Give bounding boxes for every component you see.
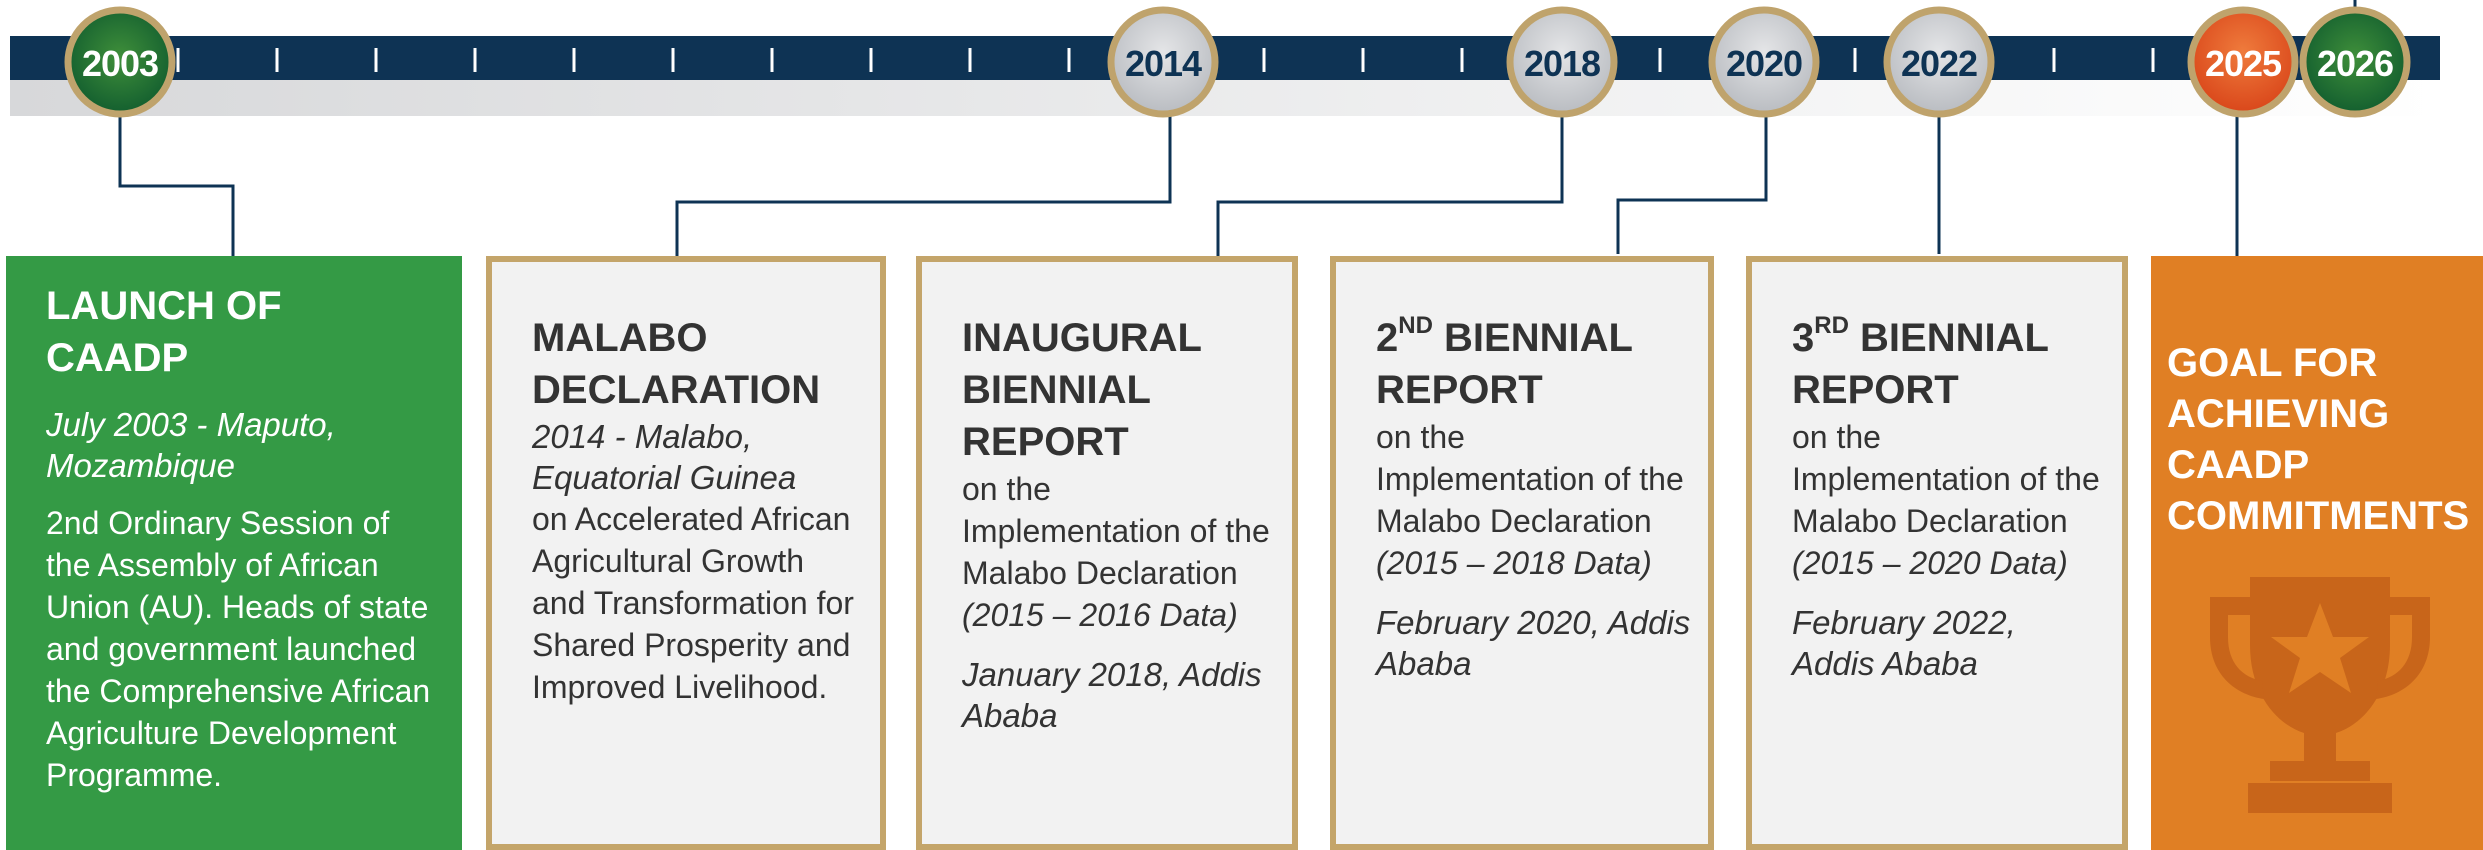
card-subtitle: July 2003 - Maputo, Mozambique xyxy=(46,406,336,484)
connectors xyxy=(118,0,2357,262)
timeline-ticks xyxy=(176,48,2155,72)
card-launch-caadp: LAUNCH OF CAADP July 2003 - Maputo, Moza… xyxy=(6,256,462,850)
year-label: 2018 xyxy=(1524,43,1600,84)
card-text: on the Implementation of the Malabo Decl… xyxy=(1376,419,1684,581)
year-label: 2025 xyxy=(2205,43,2282,84)
card-text: on Accelerated African Agricultural Grow… xyxy=(532,501,854,705)
card-malabo-declaration: MALABO DECLARATION 2014 - Malabo, Equato… xyxy=(486,256,886,850)
data-range: (2015 – 2018 Data) xyxy=(1376,545,1652,581)
card-date: February 2020, Addis Ababa xyxy=(1376,604,1691,682)
card-title: 2ND BIENNIAL REPORT xyxy=(1376,311,1633,412)
card-title: GOAL FOR ACHIEVING CAADP COMMITMENTS xyxy=(2167,341,2470,538)
year-circle-2022: 2022 xyxy=(1883,6,1995,118)
year-circle-2018: 2018 xyxy=(1506,6,1618,118)
card-second-report: 2ND BIENNIAL REPORT on the Implementatio… xyxy=(1330,256,1714,850)
timeline-bar xyxy=(10,36,2440,80)
year-circle-2014: 2014 xyxy=(1107,6,1219,118)
card-title: 3RD BIENNIAL REPORT xyxy=(1792,311,2049,412)
card-text: on the Implementation of the Malabo Decl… xyxy=(962,471,1270,633)
card-title: MALABO DECLARATION xyxy=(532,316,821,412)
card-title: INAUGURAL BIENNIAL REPORT xyxy=(962,316,1202,464)
connector-2003 xyxy=(118,110,235,256)
year-circle-2020: 2020 xyxy=(1708,6,1820,118)
data-range: (2015 – 2016 Data) xyxy=(962,597,1238,633)
year-label: 2026 xyxy=(2317,43,2393,84)
card-subtitle: 2014 - Malabo, Equatorial Guinea xyxy=(532,418,797,496)
year-label: 2022 xyxy=(1901,43,1977,84)
card-text: 2nd Ordinary Session of the Assembly of … xyxy=(46,505,431,793)
year-circle-2025: 2025 xyxy=(2187,6,2299,118)
card-date: February 2022, Addis Ababa xyxy=(1792,604,2016,682)
year-circle-2026: 2026 xyxy=(2299,6,2411,118)
year-circle-2003: 2003 xyxy=(64,6,176,118)
card-inaugural-report: INAUGURAL BIENNIAL REPORT on the Impleme… xyxy=(916,256,1298,850)
year-label: 2014 xyxy=(1125,43,1202,84)
card-date: January 2018, Addis Ababa xyxy=(962,656,1262,734)
year-label: 2020 xyxy=(1726,43,1802,84)
connector-2018 xyxy=(1216,110,1564,262)
trophy-icon xyxy=(2210,577,2430,813)
year-label: 2003 xyxy=(82,43,158,84)
card-text: on the Implementation of the Malabo Decl… xyxy=(1792,419,2100,581)
connector-2014 xyxy=(675,110,1172,262)
data-range: (2015 – 2020 Data) xyxy=(1792,545,2068,581)
connector-2020 xyxy=(1616,110,1768,254)
card-third-report: 3RD BIENNIAL REPORT on the Implementatio… xyxy=(1746,256,2128,850)
card-title: LAUNCH OF CAADP xyxy=(46,284,282,380)
